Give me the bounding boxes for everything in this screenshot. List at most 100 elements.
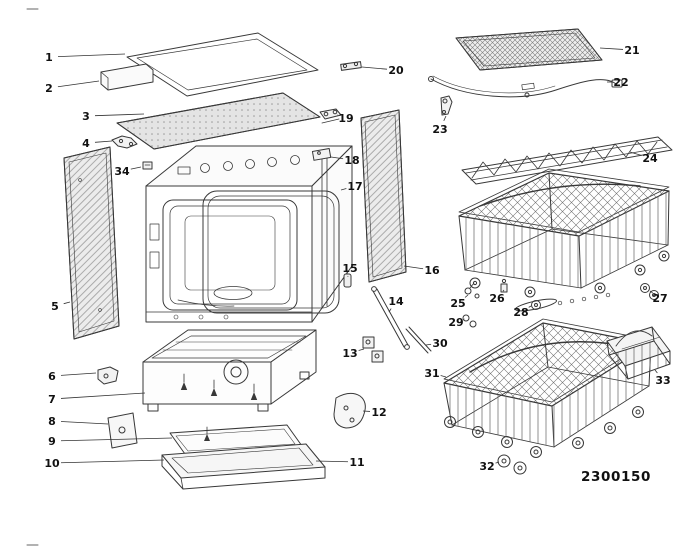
callout-16: 16 bbox=[403, 264, 440, 277]
roller-15 bbox=[343, 269, 352, 288]
callout-label-25: 25 bbox=[450, 297, 465, 310]
callout-label-21: 21 bbox=[624, 44, 639, 57]
basket-wheels-32 bbox=[497, 454, 527, 475]
callout-label-31: 31 bbox=[424, 367, 439, 380]
callout-label-12: 12 bbox=[371, 406, 386, 419]
callout-26: 26 bbox=[489, 289, 505, 305]
bracket-23 bbox=[440, 95, 453, 116]
upper-spray-arm bbox=[514, 292, 611, 312]
pump-bracket bbox=[97, 366, 119, 385]
part-number: 2300150 bbox=[581, 469, 651, 485]
callout-14: 14 bbox=[388, 295, 404, 313]
callout-9: 9 bbox=[48, 435, 173, 448]
callout-23: 23 bbox=[432, 115, 448, 136]
cutlery-basket bbox=[606, 326, 671, 380]
callout-17: 17 bbox=[340, 180, 363, 193]
callout-1: 1 bbox=[45, 51, 126, 64]
callout-28: 28 bbox=[513, 305, 532, 319]
callout-label-32: 32 bbox=[479, 460, 494, 473]
callout-label-20: 20 bbox=[388, 64, 404, 77]
hinge-pin bbox=[340, 61, 362, 71]
callout-5: 5 bbox=[51, 300, 71, 313]
callout-27: 27 bbox=[649, 290, 668, 305]
callout-label-34: 34 bbox=[114, 165, 130, 178]
callout-label-16: 16 bbox=[424, 264, 440, 277]
bottom-tray bbox=[161, 443, 326, 490]
callout-label-18: 18 bbox=[344, 154, 359, 167]
insulation-sheet bbox=[116, 92, 321, 150]
callout-31: 31 bbox=[424, 367, 447, 380]
callout-label-27: 27 bbox=[652, 292, 667, 305]
basket-wheels-27 bbox=[640, 283, 659, 300]
callout-label-24: 24 bbox=[642, 152, 658, 165]
callout-18: 18 bbox=[330, 154, 360, 167]
water-circuit-frame bbox=[202, 151, 340, 314]
callout-label-7: 7 bbox=[48, 393, 56, 406]
top-clip bbox=[142, 161, 153, 170]
callout-2: 2 bbox=[45, 80, 100, 95]
access-panel bbox=[107, 412, 138, 449]
callout-13: 13 bbox=[342, 347, 365, 360]
callout-34: 34 bbox=[114, 165, 142, 178]
callout-3: 3 bbox=[82, 110, 145, 123]
callout-32: 32 bbox=[479, 460, 500, 473]
callout-8: 8 bbox=[48, 415, 109, 428]
callout-label-13: 13 bbox=[342, 347, 357, 360]
side-cover bbox=[333, 392, 366, 429]
callout-label-17: 17 bbox=[347, 180, 362, 193]
worktop bbox=[126, 32, 319, 97]
folding-rack-rail bbox=[461, 136, 673, 185]
callout-label-10: 10 bbox=[44, 457, 60, 470]
callout-label-6: 6 bbox=[48, 370, 56, 383]
base-frame bbox=[142, 329, 317, 412]
door-insulation-panel bbox=[455, 28, 603, 71]
callout-label-33: 33 bbox=[655, 374, 670, 387]
callout-10: 10 bbox=[44, 457, 165, 470]
left-side-panel bbox=[63, 146, 120, 340]
callout-label-11: 11 bbox=[349, 456, 364, 469]
callout-24: 24 bbox=[629, 151, 658, 165]
bracket-18 bbox=[311, 147, 332, 161]
clip-26 bbox=[500, 278, 508, 293]
callout-7: 7 bbox=[48, 392, 146, 406]
washers-29 bbox=[462, 314, 477, 328]
callout-4: 4 bbox=[82, 137, 113, 150]
callout-label-4: 4 bbox=[82, 137, 90, 150]
callout-label-8: 8 bbox=[48, 415, 56, 428]
callout-label-19: 19 bbox=[338, 112, 353, 125]
callout-22: 22 bbox=[607, 76, 629, 89]
callout-19: 19 bbox=[337, 112, 354, 125]
callout-label-30: 30 bbox=[432, 337, 448, 350]
callout-6: 6 bbox=[48, 370, 97, 383]
callout-29: 29 bbox=[448, 316, 466, 329]
callout-label-5: 5 bbox=[51, 300, 59, 313]
nozzle-25 bbox=[464, 282, 480, 299]
callout-label-3: 3 bbox=[82, 110, 90, 123]
callout-11: 11 bbox=[315, 456, 365, 469]
callout-20: 20 bbox=[361, 64, 404, 77]
callout-label-14: 14 bbox=[388, 295, 404, 308]
callout-label-29: 29 bbox=[448, 316, 463, 329]
callout-label-23: 23 bbox=[432, 123, 447, 136]
callout-21: 21 bbox=[599, 44, 640, 57]
hinge-bracket-left bbox=[111, 135, 138, 149]
callout-label-28: 28 bbox=[513, 306, 528, 319]
right-side-panel bbox=[360, 109, 407, 283]
callout-label-1: 1 bbox=[45, 51, 53, 64]
hinge-rod bbox=[405, 326, 432, 354]
fill-hose bbox=[428, 75, 623, 98]
callout-label-22: 22 bbox=[613, 76, 628, 89]
callout-label-2: 2 bbox=[45, 82, 53, 95]
door-trim-strip bbox=[100, 63, 154, 91]
callout-33: 33 bbox=[654, 369, 671, 387]
cabinet-body bbox=[145, 145, 353, 323]
door-hinges bbox=[362, 336, 384, 363]
callout-15: 15 bbox=[342, 262, 358, 277]
door-strut bbox=[371, 286, 410, 350]
callout-25: 25 bbox=[450, 294, 469, 310]
callout-label-26: 26 bbox=[489, 292, 505, 305]
callout-12: 12 bbox=[362, 406, 387, 419]
